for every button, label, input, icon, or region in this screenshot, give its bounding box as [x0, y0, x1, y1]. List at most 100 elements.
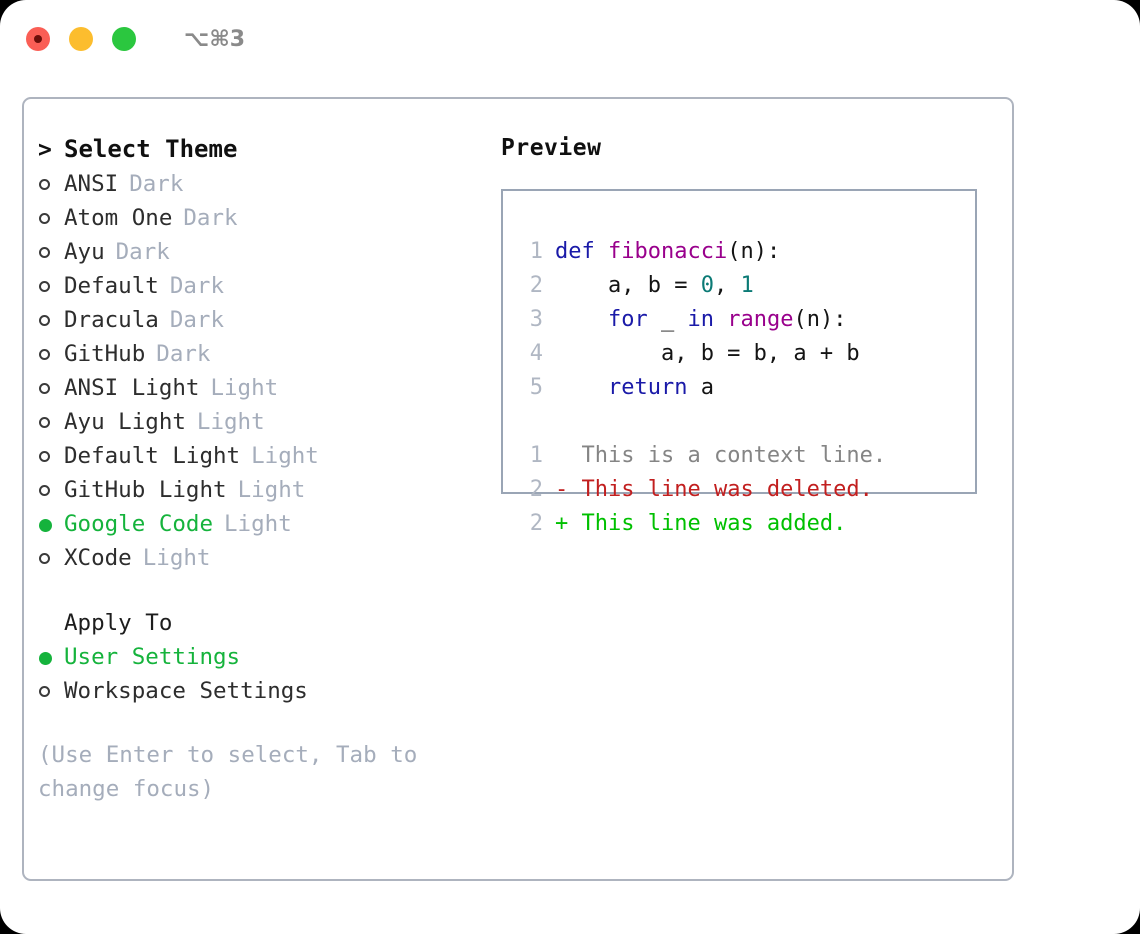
- theme-name-label: ANSI: [64, 171, 119, 197]
- code-line: 3 for _ in range(n):: [517, 303, 975, 337]
- code-token-punct: (n):: [793, 307, 847, 332]
- theme-list-item[interactable]: Ayu Dark: [38, 239, 488, 273]
- theme-name-label: GitHub: [64, 341, 146, 367]
- line-number: 5: [529, 375, 543, 400]
- code-token-punct: [555, 375, 608, 400]
- code-line: 4 a, b = b, a + b: [517, 337, 975, 371]
- code-token-fn: fibonacci: [607, 239, 728, 264]
- diff-sample: 1 This is a context line.2- This line wa…: [517, 439, 975, 541]
- apply-to-option-label: Workspace Settings: [64, 678, 308, 704]
- theme-variant-label: Light: [142, 545, 211, 571]
- apply-to-option[interactable]: Workspace Settings: [38, 678, 488, 712]
- theme-variant-label: Light: [224, 511, 292, 537]
- code-token-punct: a, b =: [555, 273, 701, 298]
- theme-list-item[interactable]: Dracula Dark: [38, 307, 488, 341]
- code-line-content: a, b = 0, 1: [555, 269, 754, 303]
- theme-list-item[interactable]: GitHub Light Light: [38, 477, 488, 511]
- diff-line: 2 + This line was added.: [517, 507, 975, 541]
- theme-variant-label: Dark: [129, 171, 184, 197]
- traffic-light-buttons: [26, 27, 136, 51]
- line-number: 2: [529, 273, 543, 298]
- diff-line-text: This is a context line.: [581, 443, 887, 468]
- diff-line: 2- This line was deleted.: [517, 473, 975, 507]
- code-token-punct: [555, 307, 608, 332]
- code-token-punct: [714, 307, 727, 332]
- code-token-punct: a, b = b, a + b: [555, 341, 860, 366]
- theme-variant-label: Dark: [169, 307, 225, 333]
- apply-to-option-label: User Settings: [64, 644, 241, 670]
- code-token-punct: ,: [713, 273, 741, 298]
- code-token-num: 1: [740, 273, 754, 298]
- theme-list-item[interactable]: Ayu Light Light: [38, 409, 488, 443]
- code-token-fn: range: [727, 307, 794, 332]
- close-button-icon[interactable]: [26, 27, 50, 51]
- theme-variant-label: Light: [251, 443, 319, 469]
- theme-variant-label: Light: [237, 477, 306, 503]
- select-theme-title: Select Theme: [64, 135, 238, 163]
- theme-name-label: Ayu: [64, 239, 105, 265]
- diff-marker: [555, 439, 582, 473]
- theme-variant-label: Light: [210, 375, 279, 401]
- theme-variant-label: Dark: [169, 273, 225, 299]
- code-line-content: a, b = b, a + b: [555, 337, 860, 371]
- theme-name-label: XCode: [64, 545, 132, 571]
- theme-list-item[interactable]: ANSI Light Light: [38, 375, 488, 409]
- title-bar: ⌥⌘3: [0, 0, 1140, 78]
- theme-name-label: Ayu Light: [64, 409, 186, 435]
- apply-to-header: Apply To: [38, 610, 488, 644]
- theme-variant-label: Dark: [115, 239, 170, 265]
- theme-name-label: Dracula: [64, 307, 159, 333]
- list-spacer: [38, 579, 488, 610]
- diff-line-text: This line was deleted.: [581, 477, 873, 502]
- select-theme-header: > Select Theme: [38, 135, 488, 171]
- code-token-punct: (n):: [727, 239, 781, 264]
- diff-line-number: 2: [529, 511, 543, 536]
- diff-marker: +: [555, 511, 582, 536]
- theme-name-label: Atom One: [64, 205, 173, 231]
- theme-list-item[interactable]: Google Code Light: [38, 511, 488, 545]
- code-token-kw: def: [555, 239, 608, 264]
- code-line-content: return a: [555, 371, 714, 405]
- code-line-content: def fibonacci(n):: [555, 235, 780, 269]
- line-number: 4: [529, 341, 543, 366]
- code-token-kw: return: [607, 375, 688, 400]
- diff-line-number: 2: [529, 477, 543, 502]
- code-diff-separator: [517, 405, 975, 439]
- diff-line-number: 1: [529, 443, 543, 468]
- theme-name-label: GitHub Light: [64, 477, 227, 503]
- theme-list-item[interactable]: Default Dark: [38, 273, 488, 307]
- theme-variant-label: Dark: [183, 205, 238, 231]
- line-number: 3: [529, 307, 543, 332]
- code-line: 5 return a: [517, 371, 975, 405]
- minimize-button-icon[interactable]: [69, 27, 93, 51]
- preview-title: Preview: [501, 135, 602, 161]
- maximize-button-icon[interactable]: [112, 27, 136, 51]
- caret-icon: >: [38, 137, 52, 163]
- theme-name-label: ANSI Light: [64, 375, 200, 401]
- diff-line: 1 This is a context line.: [517, 439, 975, 473]
- theme-name-label: Default: [64, 273, 159, 299]
- theme-list-item[interactable]: Atom One Dark: [38, 205, 488, 239]
- theme-name-label: Google Code: [64, 511, 214, 537]
- code-token-punct: _: [647, 307, 688, 332]
- keyboard-shortcut-label: ⌥⌘3: [184, 26, 246, 52]
- code-line: 2 a, b = 0, 1: [517, 269, 975, 303]
- code-token-kw: in: [687, 307, 714, 332]
- theme-list-item[interactable]: ANSI Dark: [38, 171, 488, 205]
- diff-line-text: This line was added.: [581, 511, 847, 536]
- code-line-content: for _ in range(n):: [555, 303, 846, 337]
- theme-variant-label: Light: [196, 409, 265, 435]
- keyboard-hint-text: (Use Enter to select, Tab to change focu…: [38, 742, 431, 802]
- apply-to-option[interactable]: User Settings: [38, 644, 488, 678]
- theme-list-item[interactable]: XCode Light: [38, 545, 488, 579]
- apply-to-label: Apply To: [64, 610, 173, 636]
